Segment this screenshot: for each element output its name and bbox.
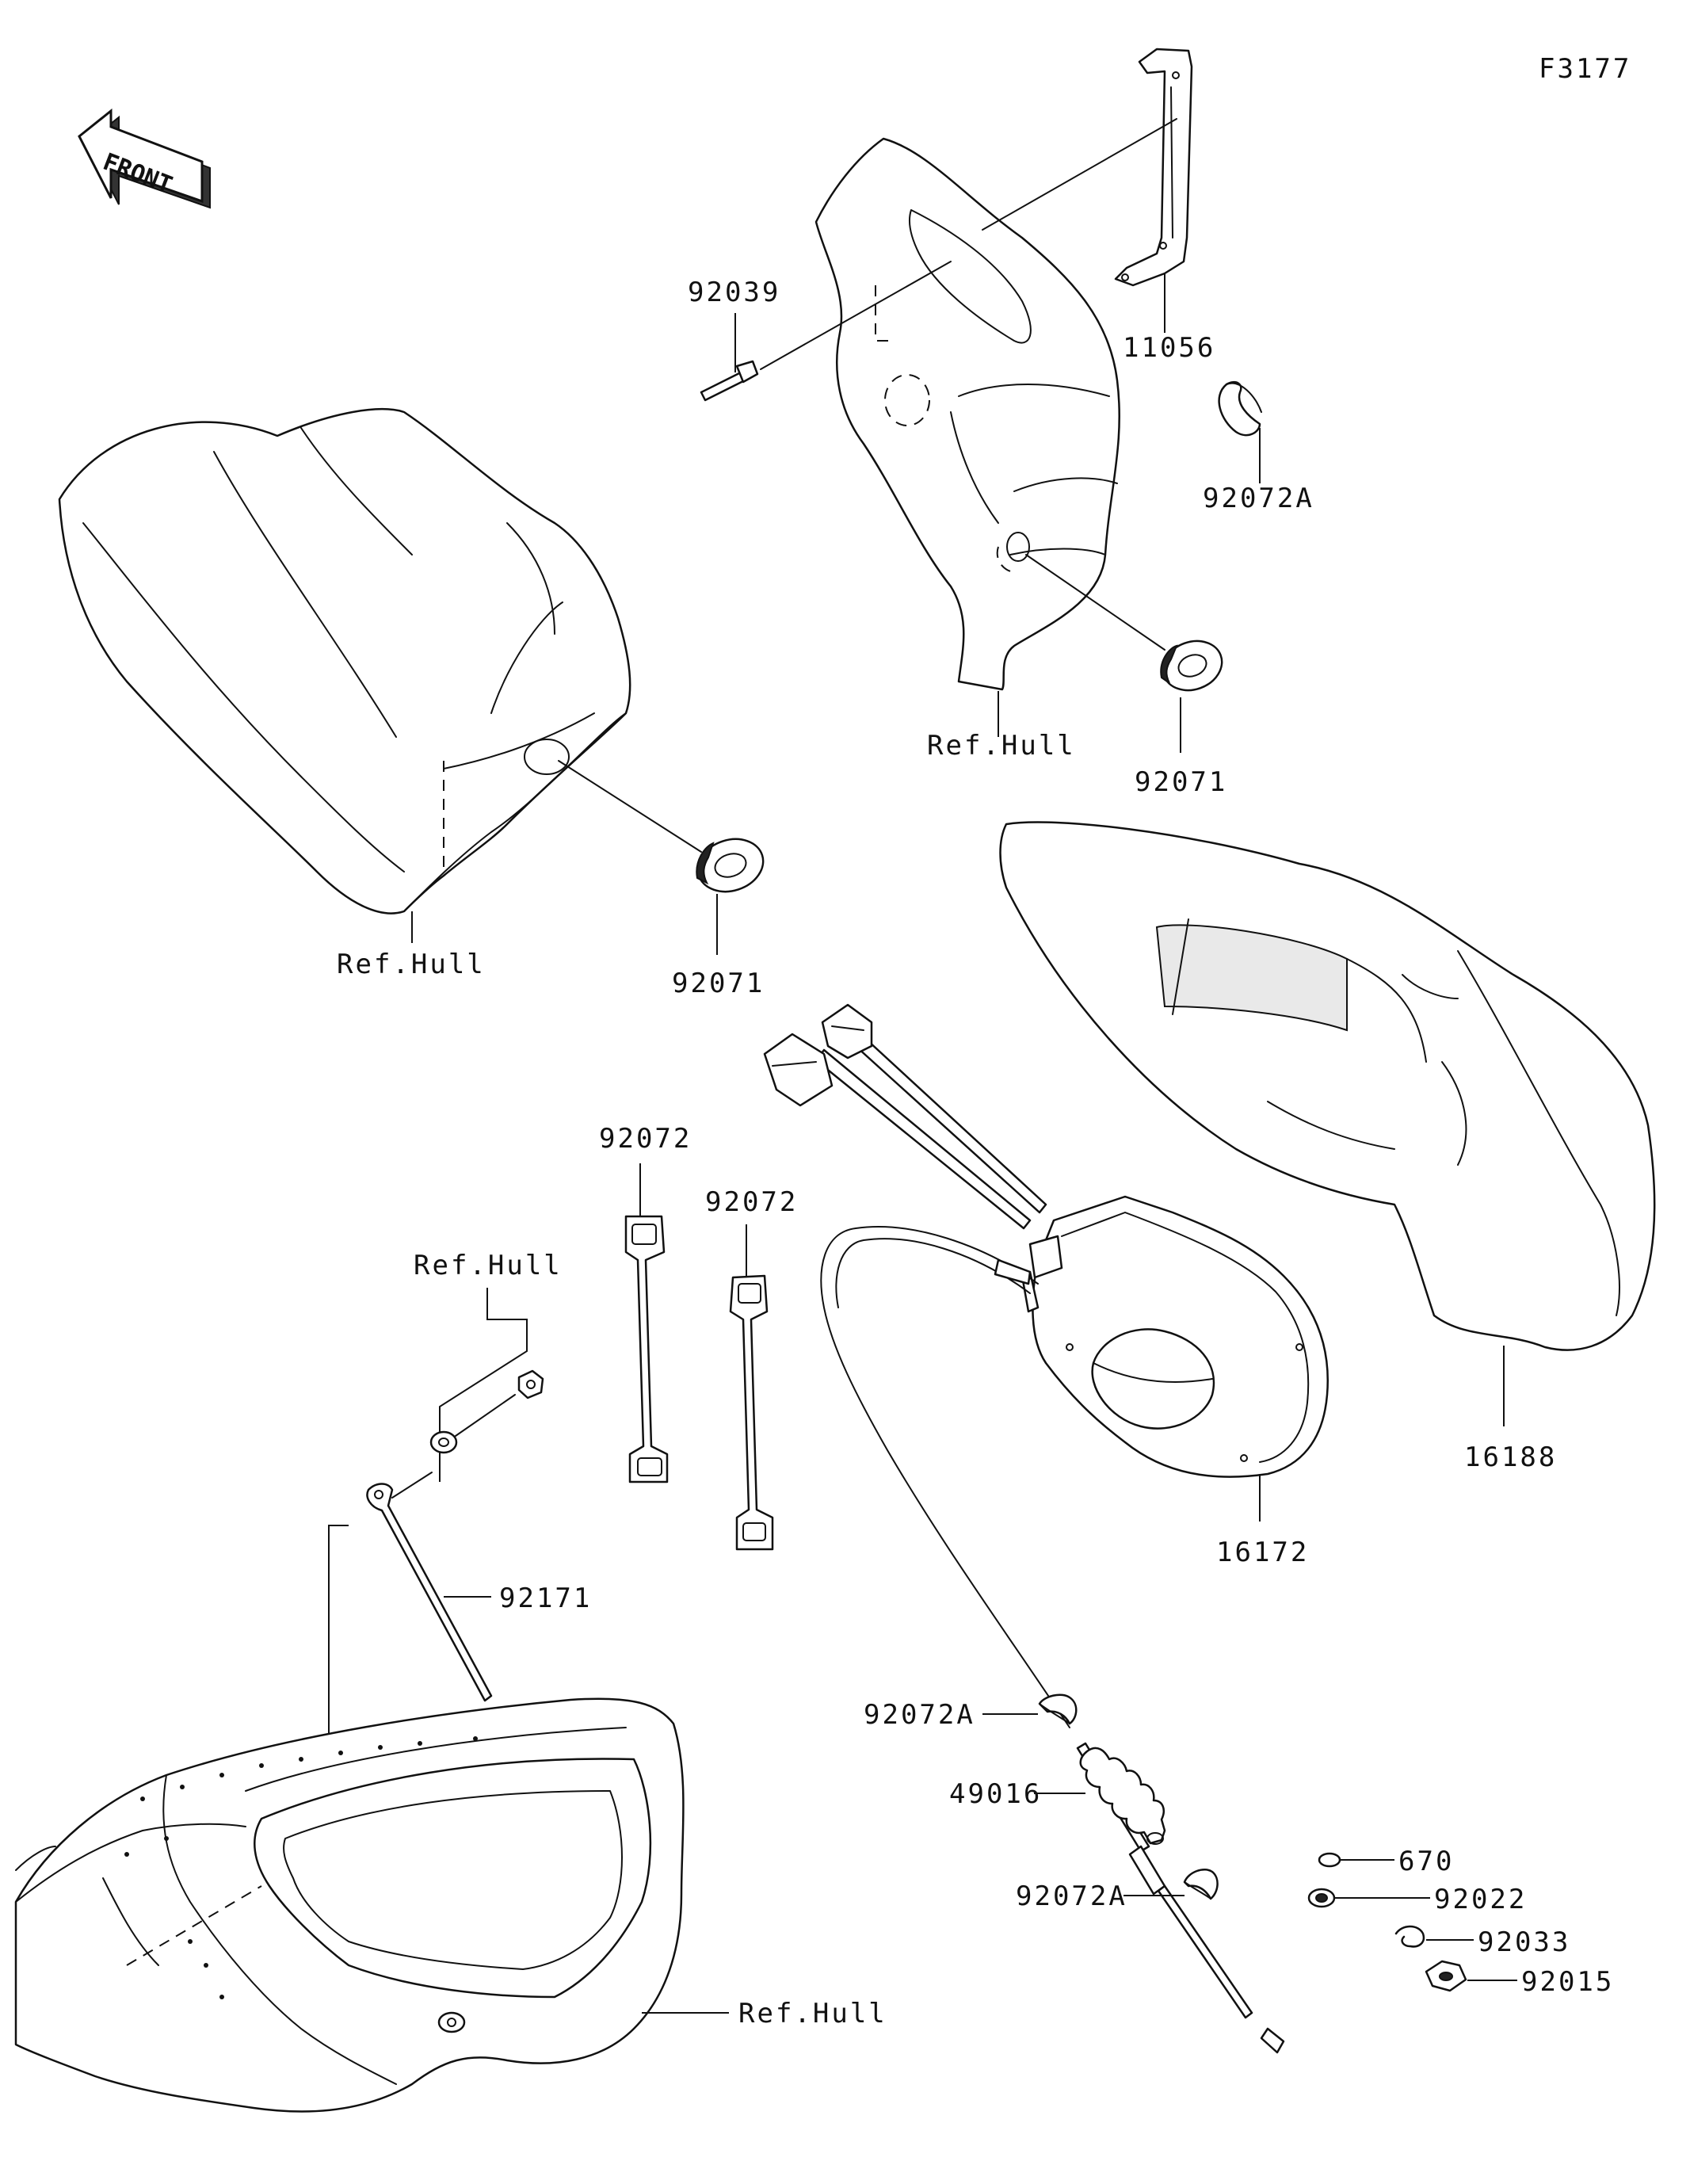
grommet-left-label: 92071 bbox=[672, 968, 765, 999]
circlip bbox=[1394, 1925, 1425, 1948]
washer-label: 92022 bbox=[1434, 1884, 1527, 1915]
bracket bbox=[1114, 48, 1193, 287]
control-box-label: 16172 bbox=[1216, 1537, 1309, 1568]
clamp-b-label: 92072A bbox=[1016, 1880, 1127, 1912]
strap-b bbox=[729, 1274, 774, 1551]
grommet-left bbox=[696, 838, 765, 893]
ground-strap bbox=[366, 1483, 493, 1702]
wiring-harness bbox=[763, 1003, 1047, 1230]
grommet-top-label: 92071 bbox=[1135, 766, 1227, 798]
nut-label: 92015 bbox=[1521, 1966, 1614, 1998]
strap-a-label: 92072 bbox=[599, 1123, 692, 1155]
clamp-top-label: 92072A bbox=[1203, 483, 1314, 514]
hull-mid-label: Ref.Hull bbox=[414, 1250, 563, 1281]
clamp-b bbox=[1183, 1869, 1219, 1900]
circlip-label: 92033 bbox=[1478, 1926, 1570, 1958]
rivet bbox=[700, 360, 759, 402]
washer bbox=[1307, 1888, 1336, 1908]
hull-section-top bbox=[814, 137, 1121, 691]
ground-strap-label: 92171 bbox=[499, 1583, 592, 1614]
hull-bottom-label: Ref.Hull bbox=[738, 1998, 887, 2029]
strap-b-label: 92072 bbox=[705, 1186, 798, 1218]
hull-section-bottom bbox=[14, 1697, 685, 2113]
boot-label: 49016 bbox=[949, 1778, 1042, 1810]
front-arrow-icon: FRONT bbox=[78, 108, 211, 209]
clamp-a bbox=[1038, 1693, 1078, 1725]
figure-code: F3177 bbox=[1539, 53, 1631, 85]
o-ring bbox=[1318, 1852, 1341, 1868]
ground-washer bbox=[429, 1430, 458, 1454]
control-box bbox=[1020, 1195, 1329, 1478]
o-ring-label: 670 bbox=[1398, 1846, 1454, 1877]
rivet-label: 92039 bbox=[688, 277, 780, 308]
bracket-label: 11056 bbox=[1123, 332, 1215, 364]
ground-nut bbox=[517, 1369, 544, 1399]
hull-bottom-holes bbox=[124, 1736, 478, 1999]
nut bbox=[1425, 1960, 1467, 1992]
hull-section-left bbox=[58, 408, 631, 914]
clamp-a-label: 92072A bbox=[864, 1699, 975, 1731]
hull-top-label: Ref.Hull bbox=[927, 730, 1076, 762]
rubber-boot bbox=[1079, 1747, 1166, 1845]
box-cover-label: 16188 bbox=[1464, 1441, 1557, 1473]
strap-a bbox=[624, 1215, 669, 1483]
clamp-top bbox=[1218, 380, 1262, 437]
grommet-top bbox=[1160, 640, 1223, 692]
hull-left-label: Ref.Hull bbox=[337, 949, 486, 980]
box-cover bbox=[999, 821, 1656, 1351]
